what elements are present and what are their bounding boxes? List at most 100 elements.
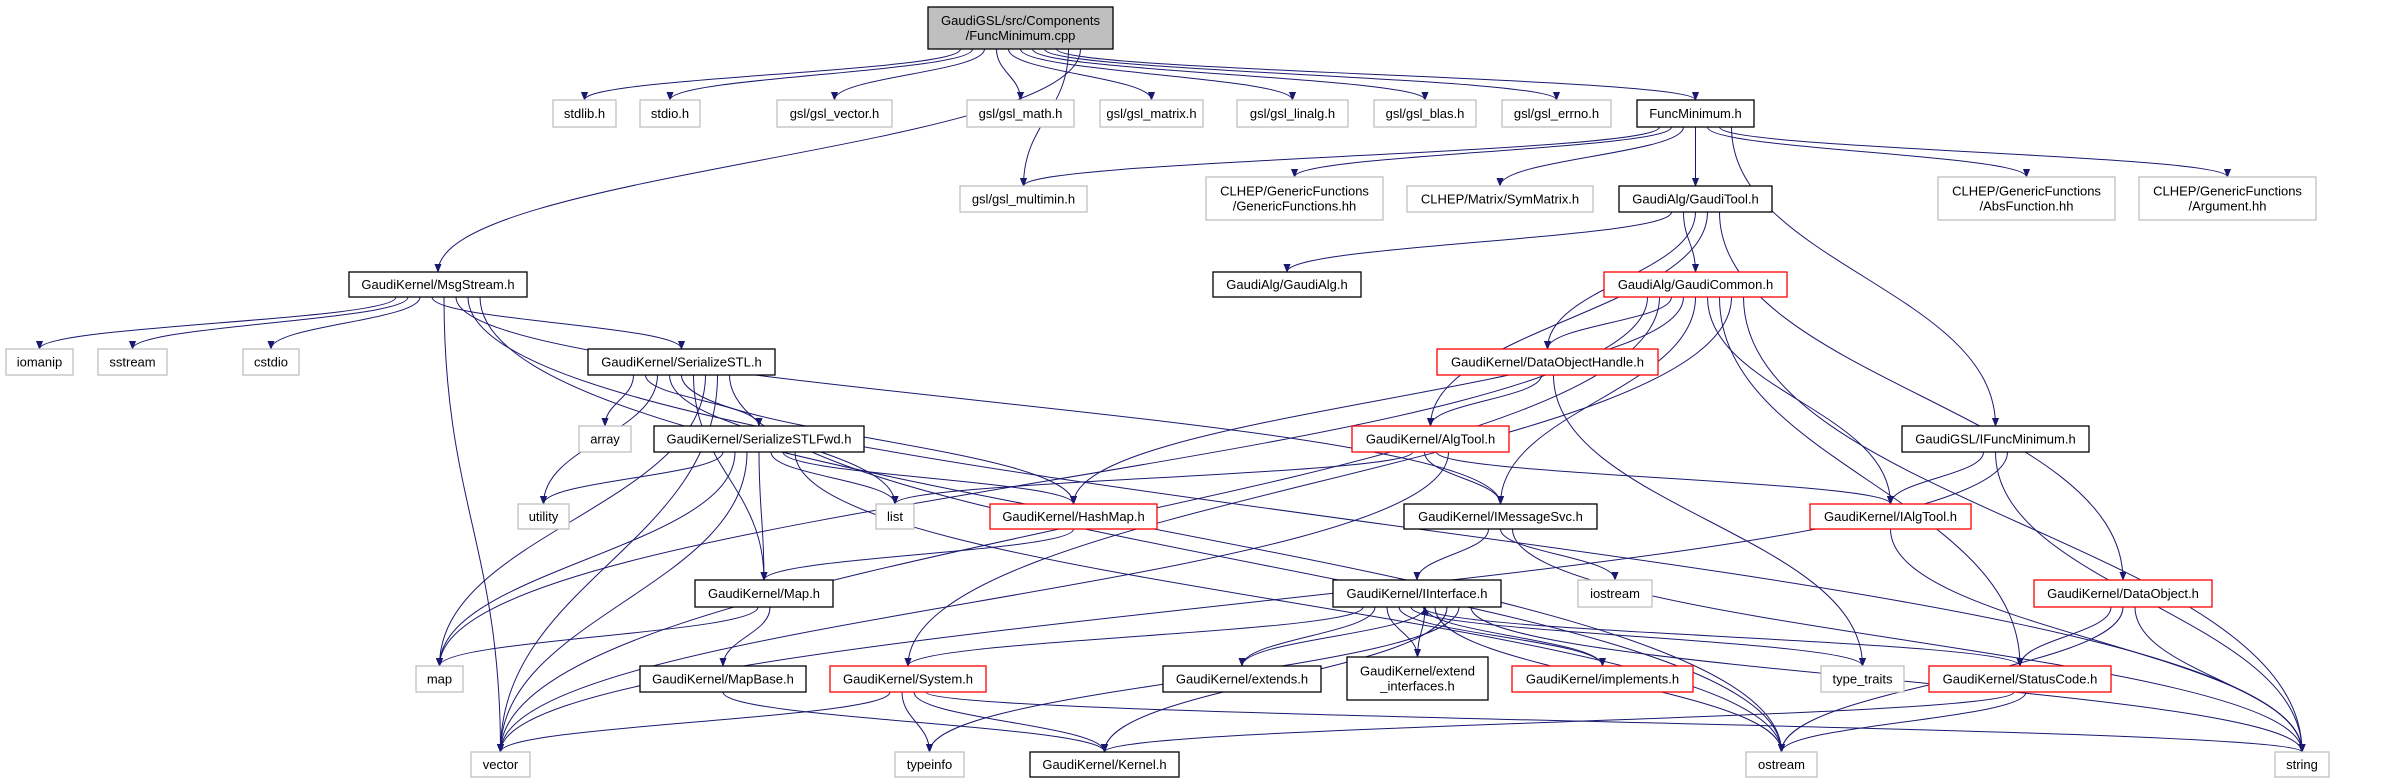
include-edge-funcmin_h-to-absfunc [1707,126,2030,178]
include-edge-gaudicommon-to-imessagesvc [1496,296,1696,505]
node-mapbase[interactable]: GaudiKernel/MapBase.h [639,665,807,693]
node-box [1403,503,1598,530]
node-label: gsl/gsl_multimin.h [972,192,1075,207]
node-label: /AbsFunction.hh [1980,199,2074,214]
node-label: stdio.h [651,106,689,121]
node-extends[interactable]: GaudiKernel/extends.h [1162,665,1322,693]
node-vector: vector [470,751,531,778]
node-gaudialg[interactable]: GaudiAlg/GaudiAlg.h [1212,271,1362,298]
include-edge-hashmap-to-map_h [760,528,1074,581]
node-box [1603,271,1788,298]
node-label: GaudiKernel/Map.h [708,586,820,601]
node-label: GaudiGSL/src/Components [941,13,1100,28]
include-edge-serializestlfwd-to-vector [496,451,748,753]
include-edge-root-to-gsl_linalg [1020,48,1297,101]
node-label: GaudiKernel/MsgStream.h [361,277,514,292]
include-edge-algtool-to-vector [496,451,1449,753]
node-dataobjhandle[interactable]: GaudiKernel/DataObjectHandle.h [1436,348,1659,376]
node-msgstream[interactable]: GaudiKernel/MsgStream.h [348,271,528,298]
include-edge-iinterface-to-implements [1398,606,1607,667]
node-imessagesvc[interactable]: GaudiKernel/IMessageSvc.h [1403,503,1598,530]
node-box [1162,665,1322,693]
node-label: GaudiKernel/extends.h [1176,672,1308,687]
node-absfunc: CLHEP/GenericFunctions/AbsFunction.hh [1937,176,2116,221]
include-edge-serializestl-to-map [435,374,706,667]
node-ostream: ostream [1745,751,1818,778]
node-box [776,99,893,128]
node-box [517,503,570,530]
node-box [97,348,168,376]
node-label: ostream [1758,757,1805,772]
node-label: gsl/gsl_matrix.h [1106,106,1196,121]
node-gauditool[interactable]: GaudiAlg/GaudiTool.h [1618,185,1773,213]
node-label: FuncMinimum.h [1649,106,1741,121]
node-box [1029,751,1180,778]
node-label: iomanip [17,355,63,370]
include-edge-root-to-gsl_math [996,48,1025,101]
node-root[interactable]: GaudiGSL/src/Components/FuncMinimum.cpp [927,6,1114,50]
node-funcmin_h[interactable]: FuncMinimum.h [1636,99,1755,128]
node-system[interactable]: GaudiKernel/System.h [829,665,987,693]
include-edge-serializestlfwd-to-utility [539,451,724,505]
node-box [348,271,528,298]
node-stdio: stdio.h [639,99,701,128]
node-serializestl[interactable]: GaudiKernel/SerializeSTL.h [587,348,776,376]
include-edge-serializestlfwd-to-ostream [794,451,1786,753]
node-label: /Argument.hh [2188,199,2266,214]
include-edge-system-to-typeinfo [901,691,934,753]
node-ialgtool[interactable]: GaudiKernel/IAlgTool.h [1809,503,1972,530]
node-gsl_matrix: gsl/gsl_matrix.h [1099,99,1204,128]
include-edge-ialgtool-to-string [1890,528,2306,753]
node-label: /FuncMinimum.cpp [966,28,1076,43]
include-edge-gaudicommon-to-statuscode [1719,296,2024,667]
node-box [1937,176,2116,221]
node-dataobject[interactable]: GaudiKernel/DataObject.h [2033,579,2213,608]
node-box [639,99,701,128]
node-label: sstream [109,355,155,370]
node-label: CLHEP/Matrix/SymMatrix.h [1421,192,1579,207]
node-map: map [415,665,464,693]
include-edge-root-to-gsl_blas [1032,48,1429,101]
node-list: list [875,503,915,530]
include-edge-serializestl-to-map_h [693,374,768,581]
node-label: stdlib.h [564,106,605,121]
node-label: /GenericFunctions.hh [1233,199,1357,214]
include-edge-funcmin_h-to-ifuncmin [1731,126,2000,427]
node-box [587,348,776,376]
node-statuscode[interactable]: GaudiKernel/StatusCode.h [1928,665,2112,693]
include-edge-root-to-gsl_matrix [1008,48,1156,101]
node-algtool[interactable]: GaudiKernel/AlgTool.h [1351,425,1510,453]
include-edge-funcmin_h-to-gsl_multimin [1020,126,1660,187]
node-gaudicommon[interactable]: GaudiAlg/GaudiCommon.h [1603,271,1788,298]
include-edge-msgstream-to-cstdio [267,296,421,350]
node-label: GaudiKernel/extend [1360,664,1475,679]
node-hashmap[interactable]: GaudiKernel/HashMap.h [989,503,1158,530]
node-box [1205,176,1384,221]
node-box [415,665,464,693]
node-label: map [427,672,452,687]
node-kernel[interactable]: GaudiKernel/Kernel.h [1029,751,1180,778]
node-box [1577,579,1653,608]
node-ifuncmin[interactable]: GaudiGSL/IFuncMinimum.h [1901,425,2090,453]
node-label: GaudiKernel/System.h [843,672,973,687]
node-box [1809,503,1972,530]
node-label: CLHEP/GenericFunctions [1952,184,2101,199]
node-box [2033,579,2213,608]
node-box [1373,99,1477,128]
include-edge-mapbase-to-kernel [722,691,1108,753]
node-box [1332,579,1502,608]
node-map_h[interactable]: GaudiKernel/Map.h [694,579,834,608]
node-label: typeinfo [907,757,953,772]
node-box [242,348,300,376]
include-edge-root-to-gsl_vector [830,48,985,101]
node-extend_if[interactable]: GaudiKernel/extend_interfaces.h [1346,656,1489,701]
node-iinterface[interactable]: GaudiKernel/IInterface.h [1332,579,1502,608]
node-box [578,425,632,453]
include-edge-serializestlfwd-to-hashmap [782,451,1077,505]
include-edge-msgstream-to-imessagesvc [455,296,1505,505]
node-implements[interactable]: GaudiKernel/implements.h [1511,665,1694,693]
include-edge-msgstream-to-vector [443,296,505,753]
node-serializestlfwd[interactable]: GaudiKernel/SerializeSTLFwd.h [653,425,865,453]
node-gsl_multimin: gsl/gsl_multimin.h [959,185,1088,213]
